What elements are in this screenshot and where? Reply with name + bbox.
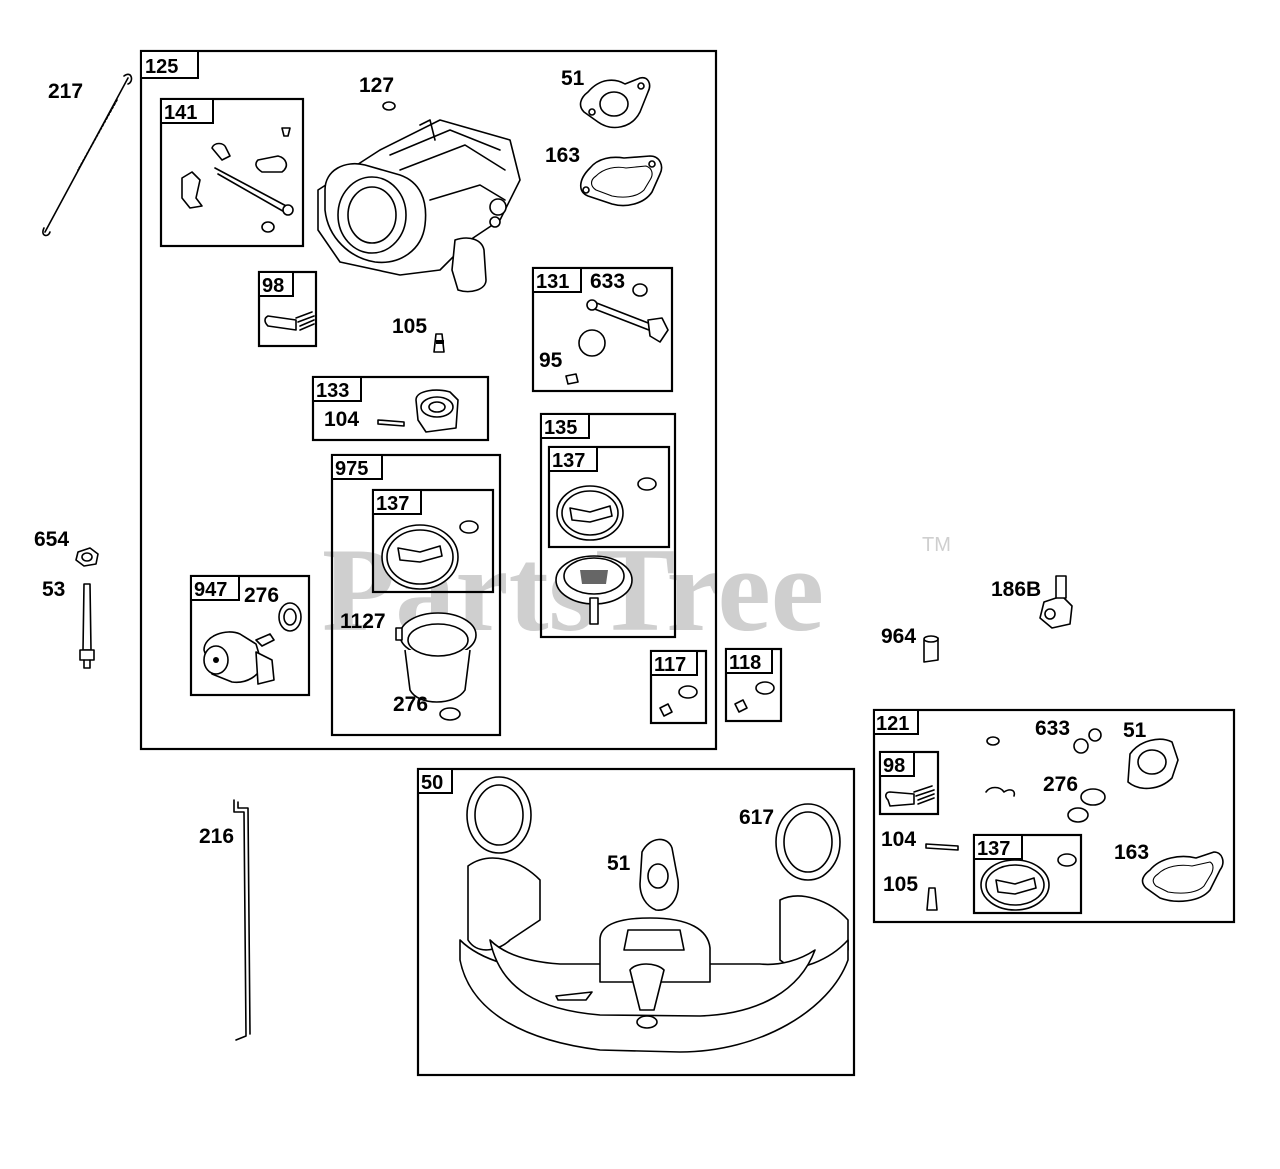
group-50[interactable]: 50 bbox=[416, 767, 856, 1077]
callout-633-kit[interactable]: 633 bbox=[1035, 717, 1070, 740]
group-label-975: 975 bbox=[335, 458, 368, 480]
callout-1127[interactable]: 1127 bbox=[340, 610, 386, 633]
group-947[interactable]: 947 bbox=[189, 574, 311, 697]
governor-spring-part[interactable] bbox=[42, 73, 133, 237]
group-label-141: 141 bbox=[164, 102, 197, 124]
group-label-135: 135 bbox=[544, 417, 577, 439]
group-label-137-in-975: 137 bbox=[376, 493, 409, 515]
group-137-in-121[interactable]: 137 bbox=[972, 833, 1083, 915]
float-and-pin-part[interactable] bbox=[377, 389, 459, 433]
float-bowl-part[interactable] bbox=[395, 612, 477, 721]
group-975[interactable]: 975 bbox=[330, 453, 502, 737]
callout-105[interactable]: 105 bbox=[392, 315, 427, 338]
group-137-in-135[interactable]: 137 bbox=[547, 445, 671, 549]
group-98-kit[interactable]: 98 bbox=[878, 750, 940, 816]
group-label-133: 133 bbox=[316, 380, 349, 402]
callout-654[interactable]: 654 bbox=[34, 528, 69, 551]
callout-104-kit[interactable]: 104 bbox=[881, 828, 916, 851]
callout-633[interactable]: 633 bbox=[590, 270, 625, 293]
callout-276-bowl[interactable]: 276 bbox=[393, 693, 428, 716]
group-117[interactable]: 117 bbox=[649, 649, 708, 725]
group-141[interactable]: 141 bbox=[159, 97, 305, 248]
callout-163[interactable]: 163 bbox=[545, 144, 580, 167]
callout-163-kit[interactable]: 163 bbox=[1114, 841, 1149, 864]
group-label-98-carb: 98 bbox=[262, 275, 284, 297]
callout-51-kit[interactable]: 51 bbox=[1123, 719, 1147, 742]
callout-276-kit[interactable]: 276 bbox=[1043, 773, 1078, 796]
group-label-118: 118 bbox=[729, 652, 761, 674]
callout-276[interactable]: 276 bbox=[244, 584, 279, 607]
nut-part[interactable] bbox=[75, 547, 99, 567]
group-label-125: 125 bbox=[145, 56, 178, 78]
gasket-51-top-part[interactable] bbox=[579, 76, 651, 129]
group-118[interactable]: 118 bbox=[724, 647, 783, 723]
group-133[interactable]: 133 bbox=[311, 375, 490, 442]
elbow-fitting-part[interactable] bbox=[1039, 575, 1073, 629]
group-label-98-kit: 98 bbox=[883, 755, 905, 777]
callout-104[interactable]: 104 bbox=[324, 408, 359, 431]
group-135[interactable]: 135 bbox=[539, 412, 677, 639]
callout-51[interactable]: 51 bbox=[561, 67, 585, 90]
group-label-137-in-121: 137 bbox=[977, 838, 1010, 860]
choke-shaft-kit-part[interactable] bbox=[565, 283, 669, 385]
callout-105-kit[interactable]: 105 bbox=[883, 873, 918, 896]
inlet-needle-part[interactable] bbox=[433, 333, 445, 353]
callout-617[interactable]: 617 bbox=[739, 806, 774, 829]
fuel-solenoid-part[interactable] bbox=[203, 602, 302, 685]
group-label-50: 50 bbox=[421, 772, 443, 794]
group-121[interactable]: 121 bbox=[872, 708, 1236, 924]
repair-kit-part[interactable] bbox=[885, 728, 1224, 911]
callout-964[interactable]: 964 bbox=[881, 625, 916, 648]
gasket-163-top-part[interactable] bbox=[579, 155, 663, 207]
group-label-137-in-135: 137 bbox=[552, 450, 585, 472]
group-label-121: 121 bbox=[876, 713, 909, 735]
callout-127[interactable]: 127 bbox=[359, 74, 394, 97]
callout-95[interactable]: 95 bbox=[539, 349, 563, 372]
group-label-117: 117 bbox=[654, 654, 686, 676]
group-label-131: 131 bbox=[536, 271, 569, 293]
pilot-jet-part[interactable] bbox=[734, 681, 775, 713]
group-131[interactable]: 131 bbox=[531, 266, 674, 393]
callout-53[interactable]: 53 bbox=[42, 578, 65, 601]
float-bowl-gasket-part[interactable] bbox=[381, 520, 479, 590]
group-125[interactable]: 125 bbox=[139, 49, 718, 751]
carburetor-body-part[interactable] bbox=[317, 119, 521, 293]
idle-screw-spring-part[interactable] bbox=[264, 311, 315, 331]
o-ring-part[interactable] bbox=[382, 101, 396, 111]
group-137-in-975[interactable]: 137 bbox=[371, 488, 495, 594]
throttle-shaft-kit-part[interactable] bbox=[181, 127, 294, 233]
main-jet-part[interactable] bbox=[659, 685, 698, 717]
bowl-gasket-kit-part[interactable] bbox=[555, 477, 657, 625]
watermark-trademark: TM bbox=[922, 534, 951, 556]
group-label-947: 947 bbox=[194, 579, 227, 601]
intake-manifold-part[interactable] bbox=[459, 776, 849, 1053]
stud-part[interactable] bbox=[79, 583, 95, 669]
callout-51-manifold[interactable]: 51 bbox=[607, 852, 631, 875]
group-98-carb[interactable]: 98 bbox=[257, 270, 318, 348]
callout-216[interactable]: 216 bbox=[199, 825, 234, 848]
callout-186b[interactable]: 186B bbox=[991, 578, 1041, 601]
governor-link-part[interactable] bbox=[233, 799, 251, 1041]
plug-part[interactable] bbox=[923, 635, 939, 663]
callout-217[interactable]: 217 bbox=[48, 80, 83, 103]
